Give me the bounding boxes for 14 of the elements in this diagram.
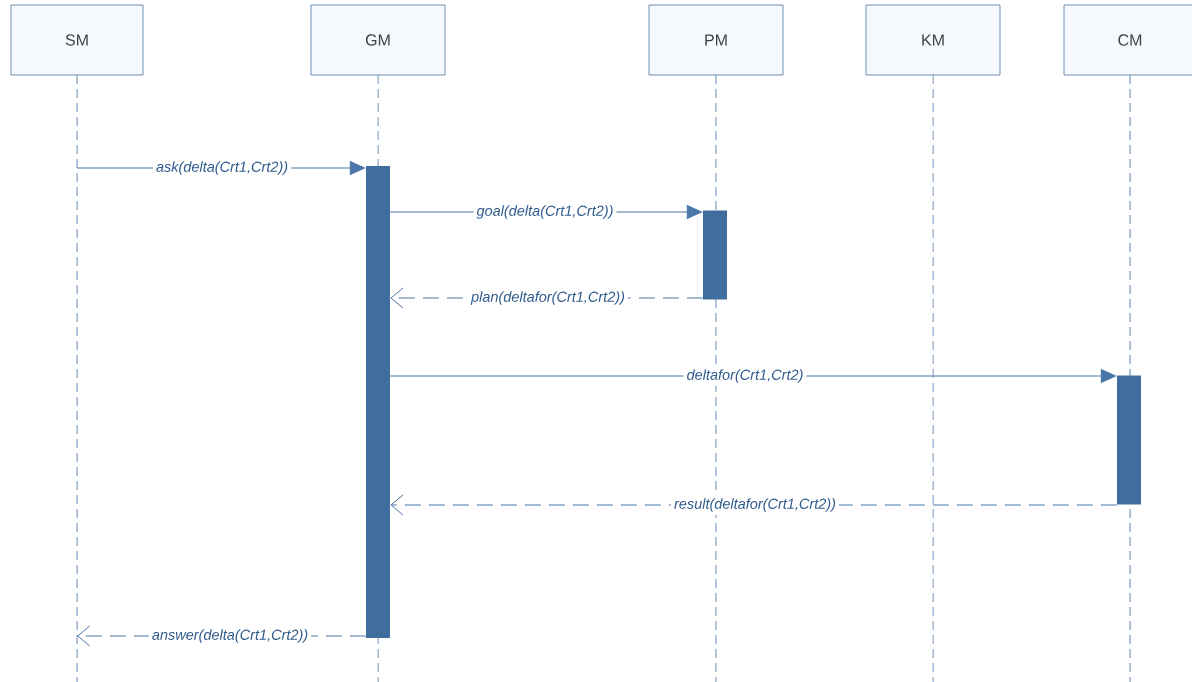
edge-label: deltafor(Crt1,Crt2) <box>683 366 807 386</box>
lifeline-head-box: PM <box>648 4 784 76</box>
lifeline-head-box: SM <box>10 4 144 76</box>
edge-label: ask(delta(Crt1,Crt2)) <box>152 158 292 178</box>
activation-bar <box>703 210 727 300</box>
edge-label: plan(deltafor(Crt1,Crt2)) <box>468 288 628 308</box>
lifeline-head-box: GM <box>310 4 446 76</box>
activation-bar <box>366 166 390 638</box>
activation-bar <box>1117 375 1141 505</box>
edge-label: goal(delta(Crt1,Crt2)) <box>473 202 617 222</box>
lifeline-head-box: CM <box>1063 4 1192 76</box>
edge-label: result(deltafor(Crt1,Crt2)) <box>671 495 839 515</box>
edge-label: answer(delta(Crt1,Crt2)) <box>148 626 312 646</box>
lifeline-head-box: KM <box>865 4 1001 76</box>
